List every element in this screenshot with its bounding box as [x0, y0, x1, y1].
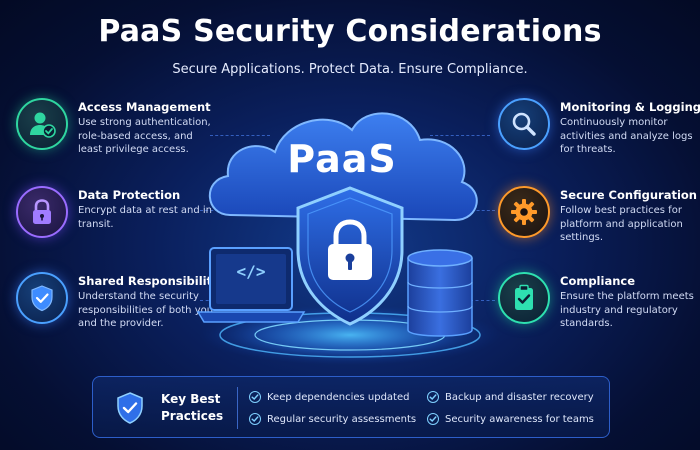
feature-title: Access Management [78, 100, 211, 114]
feature-description: Encrypt data at rest and in transit. [78, 205, 213, 230]
user-check-icon [16, 98, 68, 150]
best-practice-item: Security awareness for teams [427, 413, 594, 425]
check-circle-icon [427, 413, 439, 425]
clipboard-check-icon [498, 272, 550, 324]
shield-check-icon [117, 392, 143, 424]
cloud-label: PaaS [287, 137, 397, 181]
best-practices-title: Key Best Practices [161, 392, 224, 423]
check-circle-icon [249, 413, 261, 425]
cloud-shape [208, 112, 478, 222]
feature-title: Data Protection [78, 188, 181, 202]
page-title: PaaS Security Considerations [98, 14, 602, 49]
connector-line [430, 135, 490, 136]
feature-title: Compliance [560, 274, 636, 288]
feature-description: Continuously monitor activities and anal… [560, 117, 693, 155]
database-icon [407, 249, 473, 337]
page-subtitle: Secure Applications. Protect Data. Ensur… [172, 62, 528, 77]
shield-check-icon [16, 272, 68, 324]
feature-description: Ensure the platform meets industry and r… [560, 291, 694, 329]
panel-divider [237, 387, 238, 429]
feature-description: Follow best practices for platform and a… [560, 205, 683, 243]
laptop-icon [196, 247, 306, 323]
best-practice-item: Regular security assessments [249, 413, 416, 425]
shield-lock-icon [296, 186, 404, 326]
magnifier-icon [498, 98, 550, 150]
padlock-icon [16, 186, 68, 238]
check-circle-icon [249, 391, 261, 403]
gear-icon [498, 186, 550, 238]
feature-description: Use strong authentication, role-based ac… [78, 117, 211, 155]
feature-description: Understand the security responsibilities… [78, 291, 214, 329]
paas-illustration [196, 112, 500, 365]
connector-line [470, 300, 495, 301]
connector-line [210, 135, 270, 136]
feature-title: Monitoring & Logging [560, 100, 700, 114]
best-practices-panel: Key Best Practices Keep dependencies upd… [92, 376, 610, 438]
feature-title: Shared Responsibility [78, 274, 220, 288]
laptop-code-text: </> [236, 262, 266, 281]
best-practice-item: Backup and disaster recovery [427, 391, 594, 403]
best-practice-item: Keep dependencies updated [249, 391, 409, 403]
feature-title: Secure Configuration [560, 188, 697, 202]
check-circle-icon [427, 391, 439, 403]
